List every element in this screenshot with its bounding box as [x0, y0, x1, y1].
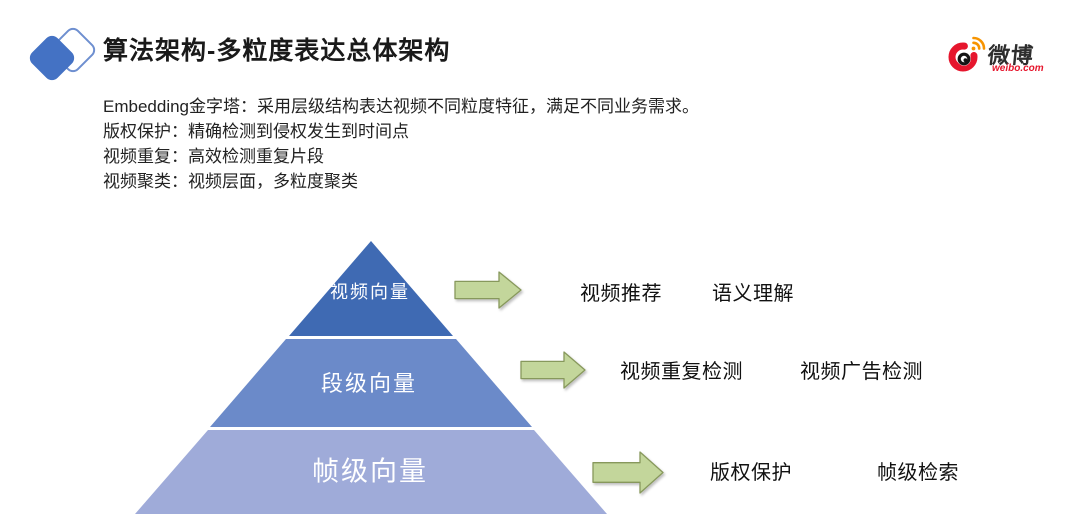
description-line: 版权保护：精确检测到侵权发生到时间点 — [103, 122, 409, 141]
pyramid-level-middle — [210, 339, 532, 427]
weibo-logo-domain: weibo.com — [992, 63, 1044, 74]
app-label: 视频重复检测 — [620, 361, 743, 383]
right-arrow-icon — [592, 451, 664, 494]
app-label: 语义理解 — [712, 283, 794, 305]
description-line: 视频重复：高效检测重复片段 — [103, 147, 324, 166]
right-arrow-icon — [520, 351, 586, 389]
pyramid-label-video-vector: 视频向量 — [330, 282, 410, 302]
description-block: Embedding金字塔：采用层级结构表达视频不同粒度特征，满足不同业务需求。 … — [103, 94, 699, 194]
pyramid-level-top — [289, 241, 453, 336]
description-line: 视频聚类：视频层面，多粒度聚类 — [103, 172, 358, 191]
weibo-eye-icon — [948, 36, 986, 72]
app-label: 视频广告检测 — [800, 361, 923, 383]
pyramid-label-segment-vector: 段级向量 — [320, 371, 418, 396]
page-title: 算法架构-多粒度表达总体架构 — [103, 37, 451, 65]
pyramid-level-bottom — [135, 430, 607, 514]
app-label: 视频推荐 — [580, 283, 662, 305]
right-arrow-icon — [454, 271, 522, 309]
app-label: 帧级检索 — [877, 462, 959, 484]
app-label: 版权保护 — [710, 462, 792, 484]
description-line: Embedding金字塔：采用层级结构表达视频不同粒度特征，满足不同业务需求。 — [103, 97, 700, 116]
pyramid-label-frame-vector: 帧级向量 — [312, 456, 428, 487]
